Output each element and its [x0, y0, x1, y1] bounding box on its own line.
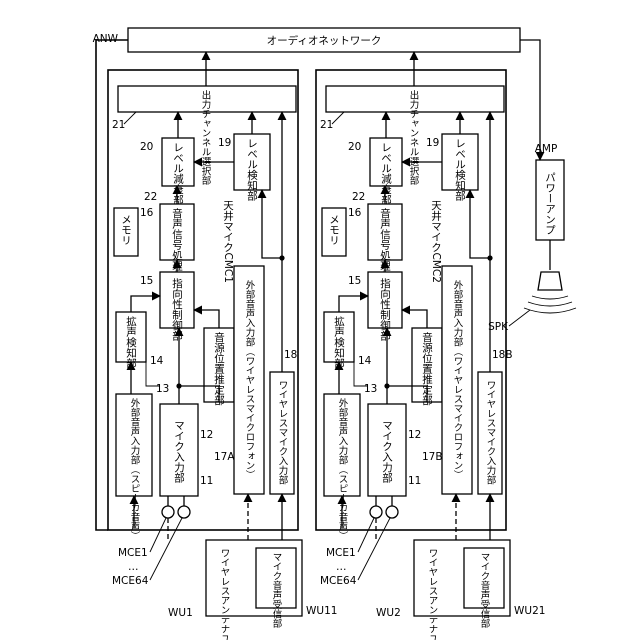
mic-element-1-icon [162, 506, 174, 518]
output-channel-select-label: 出力チャンネル選択部 [200, 89, 212, 186]
directivity-control-label: 指向性制御部 [171, 277, 183, 342]
mic-voice-receiver-label: マイク音声受信部 [271, 552, 283, 629]
wireless-mic-input-label: ワイヤレスマイク入力部 [277, 380, 289, 485]
ceiling-mic-unit-2: 出力チャンネル選択部21レベル減衰部20レベル検知部19メモリ22音声信号処理部… [316, 52, 545, 640]
wireless-receiver-ref: WU21 [514, 605, 545, 617]
ref-18: 18 [284, 349, 297, 361]
power-amplifier-ref: AMP [535, 143, 558, 155]
level-detection-label: レベル検知部 [454, 138, 466, 202]
speaker-icon [524, 272, 576, 313]
wire-mic-elements [168, 496, 184, 506]
ref-21-leader [332, 112, 344, 124]
ref-14: 14 [358, 355, 372, 367]
ref-11: 11 [408, 475, 421, 487]
mic-last-leader [358, 518, 390, 580]
mic-element-last-label: MCE64 [320, 575, 357, 587]
wire-est-to-dir [194, 310, 219, 328]
wireless-group-label: 外部音声入力部（ワイヤレスマイクロフォン） [244, 279, 256, 479]
wireless-mic-input-label: ワイヤレスマイク入力部 [485, 380, 497, 485]
ref-13: 13 [364, 383, 377, 395]
power-amplifier-label: パワーアンプ [544, 172, 556, 235]
ref-20: 20 [140, 141, 153, 153]
ref-16: 16 [348, 207, 362, 219]
network-to-amp-wire [520, 40, 540, 160]
ref-19: 19 [218, 137, 231, 149]
ref-17: 17B [422, 451, 443, 463]
level-detection-label: レベル検知部 [246, 138, 258, 202]
ref-22: 22 [352, 191, 365, 203]
level-attenuation-label: レベル減衰部 [172, 142, 184, 206]
ref-15: 15 [348, 275, 361, 287]
wire-est-to-dir [402, 310, 427, 328]
directivity-control-label: 指向性制御部 [379, 277, 391, 342]
wire-mic-elements [376, 496, 392, 506]
wire-detect-to-dir [131, 296, 160, 312]
ref-16: 16 [140, 207, 154, 219]
ref-15: 15 [140, 275, 153, 287]
wire-detect-to-dir [339, 296, 368, 312]
wireless-unit-ref: WU2 [376, 607, 401, 619]
ref-17: 17A [214, 451, 235, 463]
wireless-group-label: 外部音声入力部（ワイヤレスマイクロフォン） [452, 279, 464, 479]
speaker-ref-leader [509, 310, 530, 326]
wireless-antenna-unit-label: ワイヤレスアンテナユニット [219, 548, 231, 640]
ref-21: 21 [320, 119, 333, 131]
ref-13: 13 [156, 383, 169, 395]
wireless-antenna-unit-label: ワイヤレスアンテナユニット [427, 548, 439, 640]
mic-first-leader [358, 518, 374, 552]
memory-label: メモリ [120, 214, 132, 246]
voice-detection-label: 拡声検知部 [333, 315, 345, 369]
ref-12: 12 [408, 429, 421, 441]
junction-dot [279, 255, 284, 260]
mic-element-last-label: MCE64 [112, 575, 149, 587]
output-channel-select-label: 出力チャンネル選択部 [408, 89, 420, 186]
wire-wl-tap [470, 190, 490, 258]
power-amplifier: パワーアンプ AMP [535, 143, 564, 240]
audio-network-label: オーディオネットワーク [267, 34, 382, 47]
ref-18: 18B [492, 349, 513, 361]
mic-first-leader [150, 518, 166, 552]
mic-element-dots: … [336, 561, 347, 573]
junction-dot [176, 383, 181, 388]
ceiling-mic-unit-1: 出力チャンネル選択部21レベル減衰部20レベル検知部19メモリ22音声信号処理部… [108, 52, 337, 640]
ceiling-mic-label: 天井マイクCMC2 [430, 200, 442, 283]
ref-21: 21 [112, 119, 125, 131]
mic-last-leader [150, 518, 182, 580]
mic-element-first-label: MCE1 [118, 547, 148, 559]
wireless-unit-ref: WU1 [168, 607, 193, 619]
mic-element-first-label: MCE1 [326, 547, 356, 559]
ref-12: 12 [200, 429, 213, 441]
mic-element-dots: … [128, 561, 139, 573]
ref-20: 20 [348, 141, 361, 153]
ref-11: 11 [200, 475, 213, 487]
mic-element-64-icon [386, 506, 398, 518]
mic-voice-receiver-label: マイク音声受信部 [479, 552, 491, 629]
ref-14: 14 [150, 355, 164, 367]
ref-21-leader [124, 112, 136, 124]
wireless-receiver-ref: WU11 [306, 605, 337, 617]
mic-element-64-icon [178, 506, 190, 518]
voice-detection-label: 拡声検知部 [125, 315, 137, 369]
wire-wl-tap [262, 190, 282, 258]
mic-input-label: マイク入力部 [381, 420, 393, 484]
junction-dot [487, 255, 492, 260]
ref-22: 22 [144, 191, 157, 203]
ref-19: 19 [426, 137, 439, 149]
junction-dot [384, 383, 389, 388]
memory-label: メモリ [328, 214, 340, 246]
mic-input-label: マイク入力部 [173, 420, 185, 484]
level-attenuation-label: レベル減衰部 [380, 142, 392, 206]
audio-network: オーディオネットワーク ANW [93, 28, 520, 52]
mic-element-1-icon [370, 506, 382, 518]
ceiling-mic-label: 天井マイクCMC1 [222, 200, 234, 283]
